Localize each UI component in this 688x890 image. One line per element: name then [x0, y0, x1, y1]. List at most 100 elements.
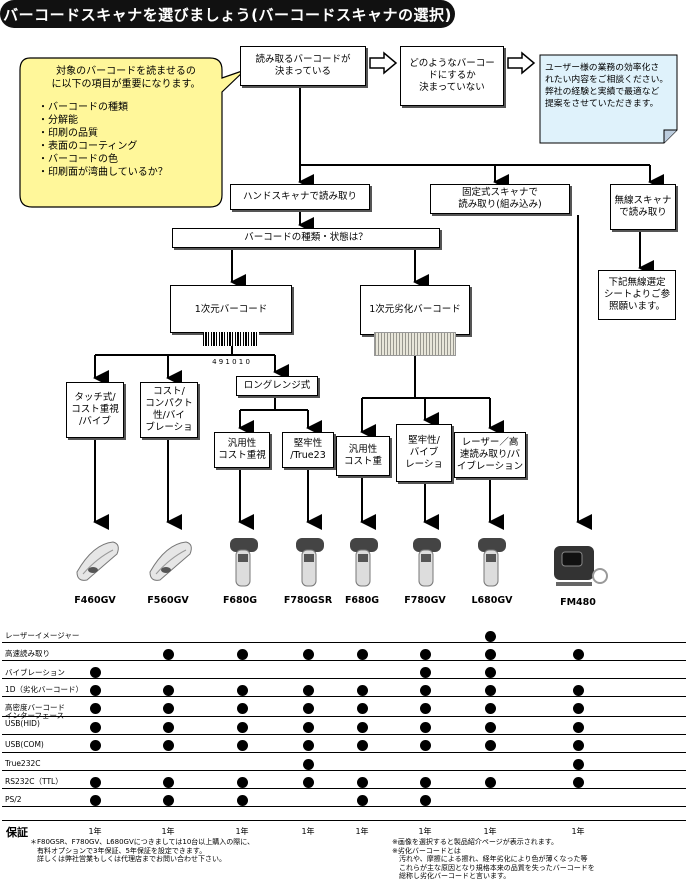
callout-item: ・表面のコーティング: [38, 141, 138, 152]
feature-dot: [303, 685, 314, 696]
warranty-value: 1年: [355, 827, 369, 836]
scanner-image[interactable]: [407, 534, 447, 594]
feature-dot: [357, 685, 368, 696]
scanner-image[interactable]: [344, 534, 384, 594]
feature-dot: [163, 722, 174, 733]
model-name[interactable]: F780GV: [404, 595, 446, 606]
model-name[interactable]: F560GV: [147, 595, 189, 606]
degraded-label-icon: [374, 332, 456, 356]
callout-intro: 対象のバーコードを読ませるの に以下の項目が重要になります。: [51, 66, 201, 90]
touch-type-box: タッチ式/ コスト重視 /バイブ: [66, 382, 124, 438]
feature-dot: [485, 667, 496, 678]
barcode-digits: 4 9 1 0 1 0: [212, 358, 250, 366]
feature-dot: [163, 685, 174, 696]
feature-dot: [303, 740, 314, 751]
model-name[interactable]: F780GSR: [283, 595, 333, 606]
feature-dot: [485, 649, 496, 660]
compact-type-box: コスト/ コンパクト 性/バイ ブレーショ: [140, 382, 198, 438]
laser-box: レーザー／高 速読み取り/バ イブレーション: [454, 432, 526, 478]
table-rule: [2, 820, 686, 821]
degraded-barcode-box: 1次元劣化バーコード: [360, 285, 470, 356]
feature-dot: [357, 795, 368, 806]
feature-dot: [90, 667, 101, 678]
feature-label: PS/2: [5, 795, 22, 804]
feature-dot: [357, 740, 368, 751]
feature-dot: [485, 685, 496, 696]
feature-dot: [90, 777, 101, 788]
scanner-image[interactable]: [290, 534, 330, 594]
page-title: バーコードスキャナを選びましょう(バーコードスキャナの選択): [0, 0, 455, 28]
model-name[interactable]: L680GV: [471, 595, 513, 606]
scanner-image[interactable]: [73, 536, 123, 590]
feature-dot: [357, 777, 368, 788]
callout: 対象のバーコードを読ませるの に以下の項目が重要になります。 ・バーコードの種類…: [32, 65, 220, 179]
feature-dot: [420, 795, 431, 806]
feature-label: 高速読み取り: [5, 649, 50, 658]
unknown-barcode-box: どのようなバーコー ドにするか 決まっていない: [400, 46, 504, 106]
feature-dot: [303, 759, 314, 770]
warranty-label: 保証: [6, 826, 28, 839]
feature-dot: [420, 649, 431, 660]
footnote-left: ＊F80GSR、F780GV、L680GVにつきましては10台以上購入の際に、 …: [30, 838, 255, 863]
scanner-image[interactable]: [224, 534, 264, 594]
feature-dot: [357, 703, 368, 714]
barcode-icon: [203, 332, 259, 346]
model-name[interactable]: F680G: [222, 595, 258, 606]
model-name[interactable]: FM480: [560, 597, 596, 608]
feature-dot: [90, 703, 101, 714]
oned-barcode-box: 1次元バーコード 4 9 1 0 1 0: [170, 285, 292, 366]
general-cost-box: 汎用性 コスト重視: [214, 432, 270, 468]
feature-dot: [90, 685, 101, 696]
warranty-value: 1年: [571, 827, 585, 836]
warranty-value: 1年: [235, 827, 249, 836]
scanner-image[interactable]: [550, 536, 612, 596]
wireless-note-box: 下記無線選定 シートよりご参 照願います。: [598, 270, 676, 320]
feature-dot: [485, 631, 496, 642]
feature-label: USB(COM): [5, 740, 44, 749]
feature-label: True232C: [5, 759, 41, 768]
feature-dot: [420, 722, 431, 733]
warranty-value: 1年: [301, 827, 315, 836]
table-rule: [2, 752, 686, 753]
feature-dot: [420, 667, 431, 678]
feature-dot: [163, 740, 174, 751]
wireless-box: 無線スキャナ で読み取り: [610, 184, 676, 230]
known-barcode-box: 読み取るバーコードが 決まっている: [240, 46, 366, 86]
model-name[interactable]: F460GV: [74, 595, 116, 606]
robust-vibration-box: 堅牢性/ バイブ レーショ: [396, 424, 452, 482]
fixed-box: 固定式スキャナで 読み取り(組み込み): [430, 184, 570, 214]
feature-dot: [573, 685, 584, 696]
feature-dot: [357, 649, 368, 660]
table-rule: [2, 660, 686, 661]
feature-dot: [303, 777, 314, 788]
table-rule: [2, 642, 686, 643]
warranty-value: 1年: [418, 827, 432, 836]
feature-dot: [303, 649, 314, 660]
feature-dot: [420, 703, 431, 714]
feature-label: バイブレーション: [5, 668, 65, 677]
feature-dot: [485, 777, 496, 788]
scanner-image[interactable]: [472, 534, 512, 594]
scanner-image[interactable]: [146, 536, 196, 590]
table-rule: [2, 788, 686, 789]
feature-dot: [237, 740, 248, 751]
callout-item: ・バーコードの種類: [38, 102, 128, 113]
feature-dot: [573, 777, 584, 788]
feature-dot: [485, 722, 496, 733]
feature-dot: [303, 703, 314, 714]
callout-item: ・印刷面が湾曲しているか？: [38, 167, 168, 178]
feature-dot: [90, 722, 101, 733]
model-name[interactable]: F680G: [344, 595, 380, 606]
feature-dot: [237, 685, 248, 696]
feature-dot: [237, 649, 248, 660]
feature-dot: [573, 703, 584, 714]
feature-dot: [420, 685, 431, 696]
consult-note: ユーザー様の業務の効率化さ れたい内容をご相談ください。 弊社の経験と実績で最適…: [545, 63, 669, 109]
feature-dot: [485, 740, 496, 751]
table-rule: [2, 696, 686, 697]
feature-label: レーザーイメージャー: [5, 631, 80, 640]
table-rule: [2, 770, 686, 771]
oned-label: 1次元バーコード: [194, 304, 268, 315]
feature-label: RS232C（TTL）: [5, 777, 63, 786]
